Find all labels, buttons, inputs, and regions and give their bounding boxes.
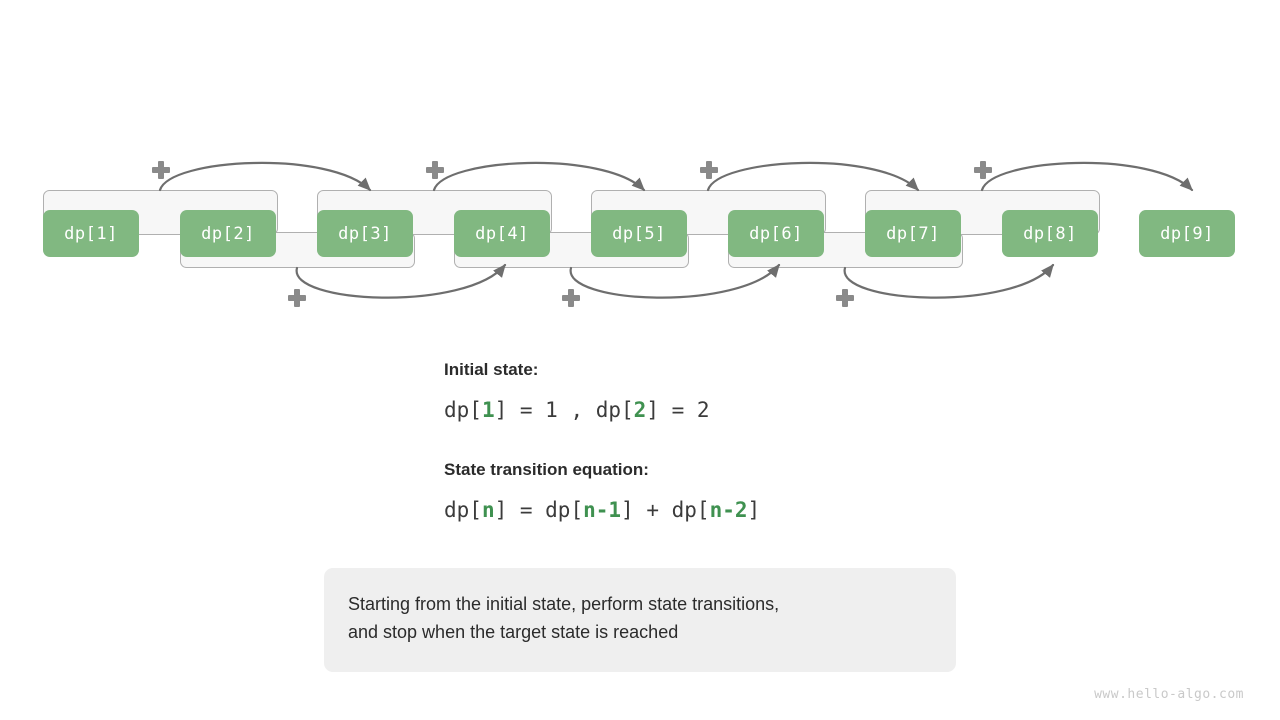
transition-arrow-bottom	[569, 263, 781, 299]
dp-cell-4: dp[4]	[454, 210, 550, 257]
dp-cell-1: dp[1]	[43, 210, 139, 257]
formula-text: ] = dp[	[494, 498, 584, 522]
dp-cell-3: dp[3]	[317, 210, 413, 257]
formula-text: ] + dp[	[621, 498, 710, 522]
formula-text: ] = 1 , dp[	[494, 398, 634, 422]
plus-icon	[836, 289, 854, 307]
plus-icon	[974, 161, 992, 179]
formula-index: 2	[633, 398, 647, 422]
transition-arrow-bottom	[843, 263, 1055, 299]
site-url-footer: www.hello-algo.com	[1094, 687, 1244, 702]
formula-index: n-2	[709, 498, 748, 522]
plus-icon	[562, 289, 580, 307]
transition-arrow-top	[980, 161, 1194, 192]
initial-state-heading: Initial state:	[444, 360, 539, 379]
top-arrow-group	[158, 161, 1194, 192]
plus-icon	[288, 289, 306, 307]
transition-arrow-bottom	[295, 263, 507, 299]
dp-cell-5: dp[5]	[591, 210, 687, 257]
dp-cell-7: dp[7]	[865, 210, 961, 257]
note-line-1: Starting from the initial state, perform…	[348, 594, 780, 614]
dp-array-diagram: dp[1] dp[2] dp[3] dp[4] dp[5] dp[6] dp[7…	[0, 0, 1280, 340]
transition-formula: dp[n] = dp[n-1] + dp[n-2]	[444, 498, 760, 522]
transition-heading: State transition equation:	[444, 460, 649, 479]
plus-icon	[426, 161, 444, 179]
formula-index: n-1	[583, 498, 622, 522]
formula-index: n	[481, 498, 495, 522]
bottom-bracket-group	[180, 232, 963, 268]
transition-arrow-top	[432, 161, 646, 192]
diagram-canvas	[43, 161, 1194, 299]
formula-text: dp[	[444, 398, 482, 422]
dp-cell-8: dp[8]	[1002, 210, 1098, 257]
initial-state-block: Initial state: dp[1] = 1 , dp[2] = 2	[444, 360, 710, 422]
formula-text: dp[	[444, 498, 482, 522]
transition-arrow-top	[706, 161, 920, 192]
plus-icon	[700, 161, 718, 179]
bottom-arrow-group	[295, 263, 1055, 299]
transition-block: State transition equation: dp[n] = dp[n-…	[444, 460, 760, 522]
note-line-2: and stop when the target state is reache…	[348, 622, 679, 642]
formula-text: ]	[747, 498, 761, 522]
formula-text: ] = 2	[646, 398, 710, 422]
dp-cell-2: dp[2]	[180, 210, 276, 257]
initial-state-formula: dp[1] = 1 , dp[2] = 2	[444, 398, 710, 422]
plus-icon	[152, 161, 170, 179]
dp-cell-6: dp[6]	[728, 210, 824, 257]
transition-arrow-top	[158, 161, 372, 192]
note-box: Starting from the initial state, perform…	[324, 568, 956, 672]
dp-cell-9: dp[9]	[1139, 210, 1235, 257]
formula-index: 1	[481, 398, 495, 422]
